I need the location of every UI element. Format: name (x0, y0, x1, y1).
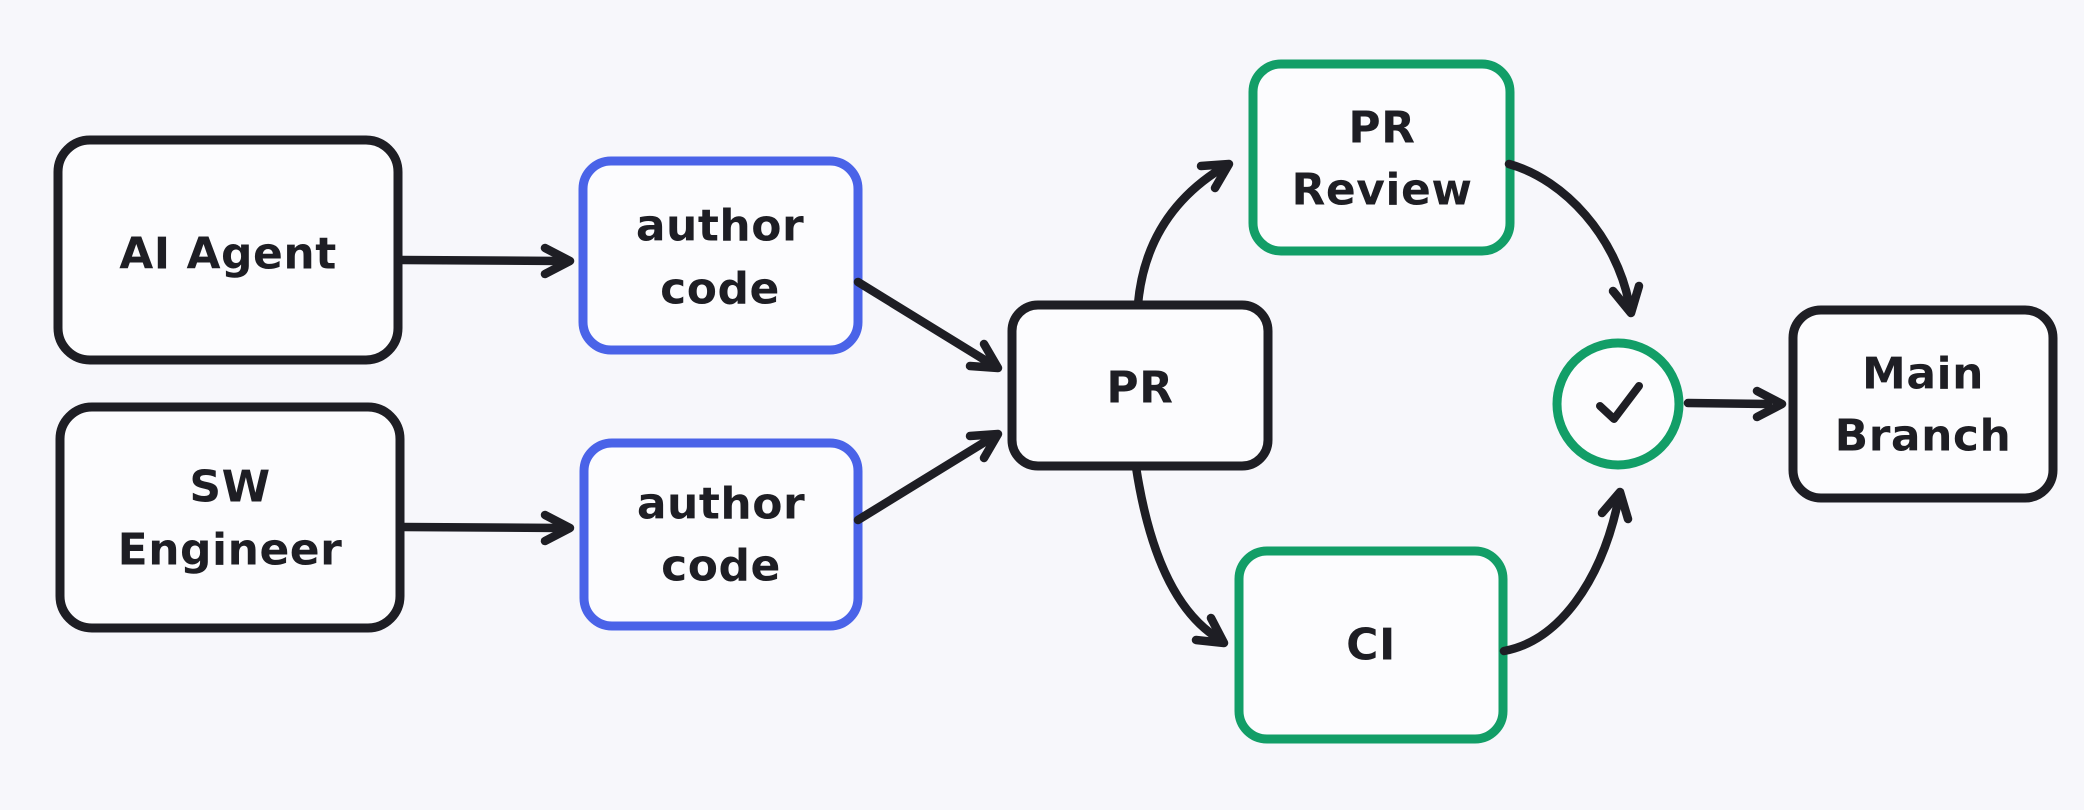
sw-engineer-label-line1: SW (189, 462, 270, 513)
sw-engineer-box (55, 402, 405, 633)
ai-agent-label: AI Agent (119, 229, 337, 280)
arrow-pr-review-to-check (1504, 159, 1634, 308)
approval-check-circle (1552, 338, 1684, 470)
author-code-bottom-label-line2: code (661, 541, 781, 592)
ci-label: CI (1346, 620, 1396, 671)
author-code-top-box (578, 156, 863, 355)
pr-review-label-line1: PR (1348, 103, 1415, 154)
pr-label: PR (1106, 363, 1173, 414)
arrow-check-to-main-branch (1683, 398, 1773, 409)
arrowhead-author-code-top-to-pr (965, 339, 1003, 373)
sw-engineer-label-line2: Engineer (118, 525, 343, 576)
main-branch-label-line1: Main (1862, 349, 1984, 400)
arrow-pr-to-pr-review (1133, 163, 1227, 309)
arrow-sw-engineer-to-author-code (398, 522, 567, 533)
main-branch-box (1788, 305, 2058, 503)
arrowhead-sw-engineer-to-author-code (540, 510, 575, 546)
ai-agent-box (53, 135, 403, 365)
arrow-author-code-bottom-to-pr (853, 435, 993, 525)
arrowhead-pr-to-pr-review (1196, 159, 1234, 193)
pr-review-box (1248, 59, 1515, 256)
checkmark-icon (1596, 382, 1643, 423)
arrowhead-ci-to-check (1597, 487, 1633, 524)
arrowhead-pr-to-ci (1191, 613, 1229, 648)
ci-box (1234, 546, 1508, 744)
main-branch-label-line2: Branch (1835, 411, 2012, 462)
arrowhead-ai-agent-to-author-code (540, 243, 575, 279)
author-code-bottom-box (579, 438, 863, 631)
author-code-top-label-line1: author (636, 201, 804, 252)
author-code-top-label-line2: code (660, 264, 780, 315)
arrow-ai-agent-to-author-code (397, 255, 567, 266)
pr-review-label-line2: Review (1292, 165, 1473, 216)
arrowhead-author-code-bottom-to-pr (965, 429, 1003, 463)
arrow-ci-to-check (1499, 497, 1623, 656)
arrowhead-pr-review-to-check (1608, 281, 1644, 318)
arrowhead-check-to-main-branch (1752, 386, 1787, 422)
arrow-pr-to-ci (1131, 462, 1221, 642)
author-code-bottom-label-line1: author (637, 479, 805, 530)
arrow-author-code-top-to-pr (853, 277, 993, 367)
